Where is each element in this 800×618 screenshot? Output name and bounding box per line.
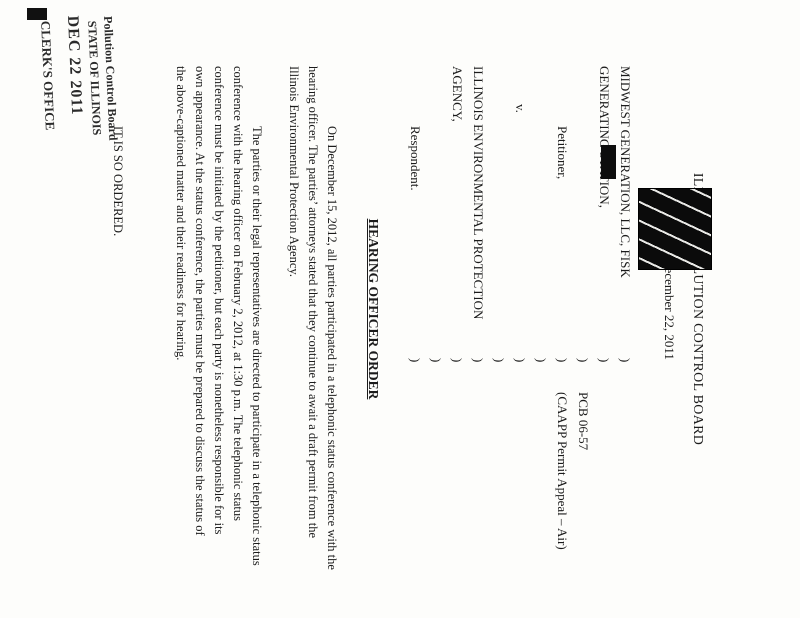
clerks-office-received-stamp: Pollution Control Board STATE OF ILLINOI… xyxy=(8,12,126,207)
caption-paren: ) xyxy=(471,358,486,363)
stamp-state-line: STATE OF ILLINOIS xyxy=(85,20,105,136)
caption-paren: ) xyxy=(597,358,612,363)
respondent-name-line2: AGENCY, xyxy=(450,66,465,122)
caption-paren: ) xyxy=(429,358,444,363)
caption-paren: ) xyxy=(513,358,528,363)
scan-artifact-blob xyxy=(638,188,712,270)
respondent-name-line1: ILLINOIS ENVIRONMENTAL PROTECTION xyxy=(471,66,486,320)
case-number: PCB 06-57 xyxy=(576,392,591,451)
petitioner-name-line1: MIDWEST GENERATION, LLC, FISK xyxy=(618,66,633,278)
stamp-office-line: CLERK'S OFFICE xyxy=(38,20,58,131)
scan-edge-mark xyxy=(27,8,47,20)
body-line: On December 15, 2012, all parties partic… xyxy=(325,126,339,570)
respondent-label: Respondent. xyxy=(408,126,423,191)
body-line: the above-captioned matter and their rea… xyxy=(174,66,188,361)
caption-paren: ) xyxy=(576,358,591,363)
body-line: Illinois Environmental Protection Agency… xyxy=(287,66,301,277)
body-line: hearing officer. The parties’ attorneys … xyxy=(306,66,320,539)
stamp-date-line: DEC 22 2011 xyxy=(63,15,86,116)
caption-paren: ) xyxy=(450,358,465,363)
caption-paren: ) xyxy=(555,358,570,363)
caption-paren: ) xyxy=(534,358,549,363)
petitioner-name-line2: GENERATING STATION, xyxy=(597,66,612,208)
petitioner-label: Petitioner, xyxy=(555,126,570,180)
stamp-board-line: Pollution Control Board xyxy=(100,15,121,141)
body-line: own appearance. At the status conference… xyxy=(193,66,207,536)
caption-paren: ) xyxy=(408,358,423,363)
case-type: (CAAPP Permit Appeal – Air) xyxy=(555,392,570,550)
body-line: The parties or their legal representativ… xyxy=(250,126,264,566)
body-line: conference must be initiated by the peti… xyxy=(212,66,226,535)
caption-paren: ) xyxy=(492,358,507,363)
board-header: ILLINOIS POLLUTION CONTROL BOARD xyxy=(690,172,705,446)
caption-paren: ) xyxy=(618,358,633,363)
versus-label: v. xyxy=(513,104,528,113)
order-title: HEARING OFFICER ORDER xyxy=(366,218,381,400)
body-line: conference with the hearing officer on F… xyxy=(231,66,245,521)
small-scan-artifact xyxy=(601,145,616,179)
header-date: December 22, 2011 xyxy=(662,258,677,360)
